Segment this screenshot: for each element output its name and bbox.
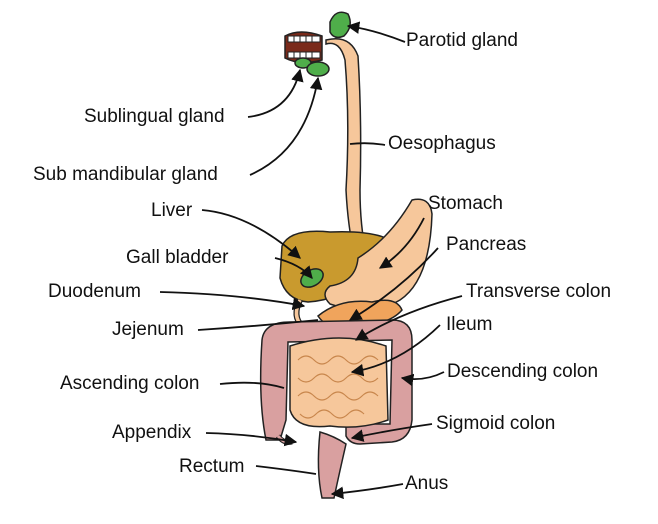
leader-anus xyxy=(330,483,404,500)
parotid-gland xyxy=(329,11,351,39)
leader-submandibular xyxy=(249,76,323,176)
rectum xyxy=(317,431,347,499)
label-pancreas: Pancreas xyxy=(446,234,527,255)
label-sublingual-gland: Sublingual gland xyxy=(84,106,225,127)
leader-ileum xyxy=(350,324,441,377)
label-descending-colon: Descending colon xyxy=(447,361,599,382)
label-rectum: Rectum xyxy=(179,456,245,477)
leader-descending-colon xyxy=(400,371,445,387)
label-oesophagus: Oesophagus xyxy=(388,133,496,154)
leader-liver xyxy=(201,209,301,259)
leader-ascending-colon xyxy=(219,381,285,389)
leader-lines xyxy=(159,21,463,500)
label-ileum: Ileum xyxy=(446,314,493,335)
leader-parotid xyxy=(346,21,406,43)
oesophagus xyxy=(325,38,369,263)
mouth xyxy=(284,31,323,64)
leader-rectum xyxy=(255,465,317,475)
label-gall-bladder: Gall bladder xyxy=(126,247,229,268)
label-sub-mandibular-gland: Sub mandibular gland xyxy=(33,164,218,185)
label-stomach: Stomach xyxy=(428,193,503,214)
label-anus: Anus xyxy=(405,473,449,494)
submandibular-gland xyxy=(306,61,330,77)
leader-transverse-colon xyxy=(354,295,463,341)
stomach xyxy=(324,198,433,311)
label-liver: Liver xyxy=(151,200,193,221)
label-ascending-colon: Ascending colon xyxy=(60,373,200,394)
label-sigmoid-colon: Sigmoid colon xyxy=(436,413,556,434)
leader-sigmoid-colon xyxy=(350,423,433,442)
leader-appendix xyxy=(205,432,298,447)
large-intestine xyxy=(259,319,413,445)
leader-stomach xyxy=(378,217,425,269)
label-transverse-colon: Transverse colon xyxy=(466,281,612,302)
leader-oesophagus xyxy=(349,142,386,146)
label-appendix: Appendix xyxy=(112,422,192,443)
leader-jejenum xyxy=(197,319,319,331)
label-duodenum: Duodenum xyxy=(48,281,141,302)
label-jejenum: Jejenum xyxy=(112,319,184,340)
leader-duodenum xyxy=(159,291,306,311)
leader-gall-bladder xyxy=(274,257,313,279)
leader-sublingual xyxy=(247,68,304,118)
label-parotid-gland: Parotid gland xyxy=(406,30,518,51)
leader-pancreas xyxy=(348,247,439,321)
